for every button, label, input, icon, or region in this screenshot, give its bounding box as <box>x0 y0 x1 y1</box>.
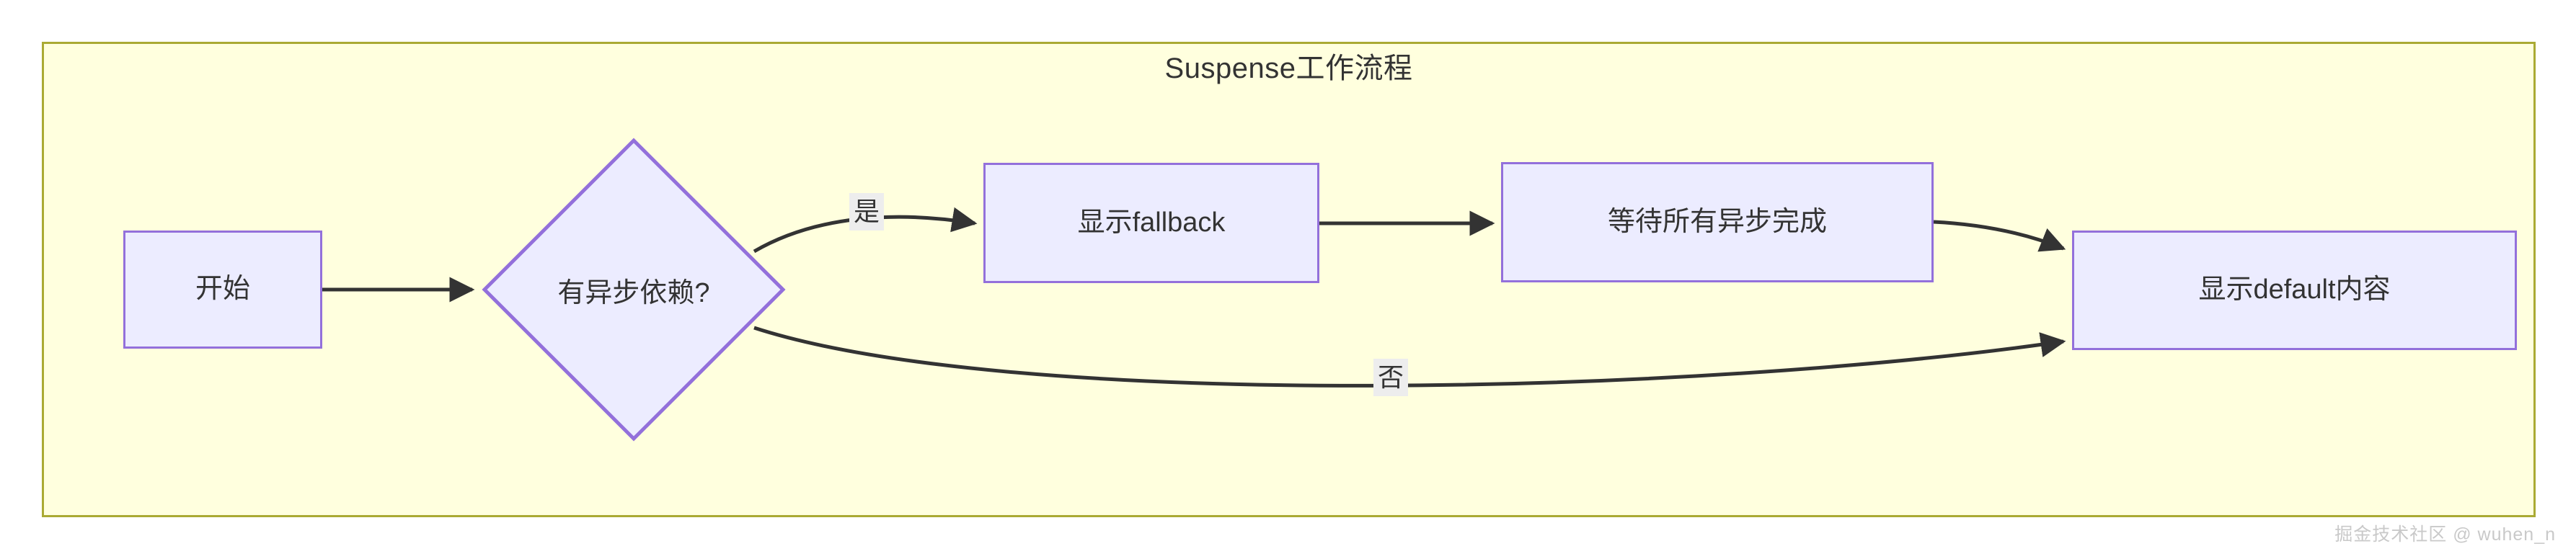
edge-label-no: 否 <box>1373 359 1409 396</box>
node-default[interactable]: 显示default内容 <box>2072 231 2517 350</box>
page-title: Suspense工作流程 <box>1164 53 1413 84</box>
node-start[interactable]: 开始 <box>123 231 322 349</box>
edge-label-yes: 是 <box>849 193 885 231</box>
node-wait-label: 等待所有异步完成 <box>1607 206 1827 237</box>
node-decision-label: 有异步依赖? <box>557 277 710 308</box>
watermark: 掘金技术社区 @ wuhen_n <box>2334 524 2556 545</box>
diamond-shape <box>482 138 786 442</box>
node-fallback-label: 显示fallback <box>1077 207 1226 238</box>
node-decision[interactable]: 有异步依赖? <box>482 138 786 442</box>
node-wait[interactable]: 等待所有异步完成 <box>1501 162 1934 282</box>
node-default-label: 显示default内容 <box>2198 274 2391 305</box>
node-fallback[interactable]: 显示fallback <box>983 163 1319 283</box>
node-start-label: 开始 <box>195 274 250 305</box>
